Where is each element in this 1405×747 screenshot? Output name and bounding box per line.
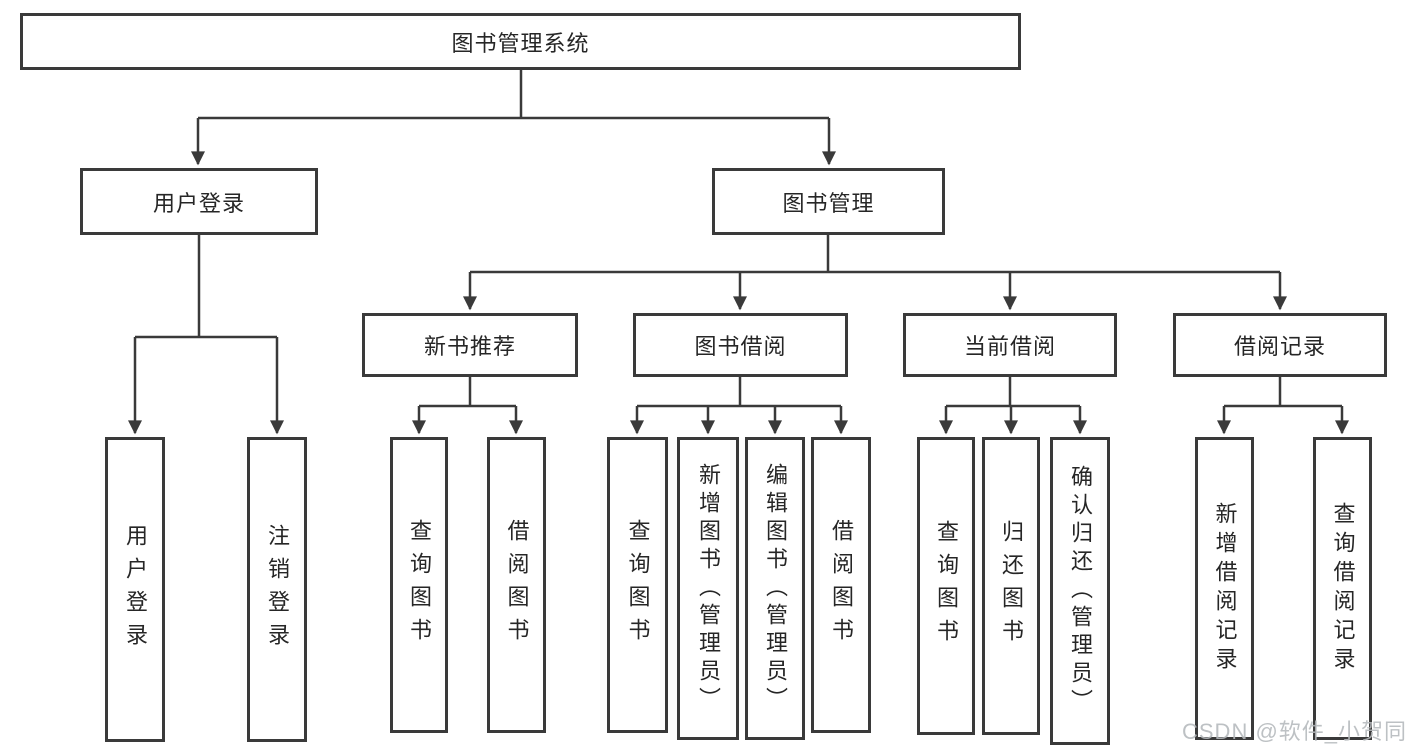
leaf-add-book-admin: 新增图书（管理员） <box>677 437 739 740</box>
node-user-login-branch: 用户登录 <box>80 168 318 235</box>
node-label: 查询图书 <box>625 519 651 651</box>
leaf-return-books: 归还图书 <box>982 437 1040 735</box>
leaf-add-borrow-record: 新增借阅记录 <box>1195 437 1254 740</box>
node-label: 借阅记录 <box>1233 334 1326 359</box>
leaf-edit-book-admin: 编辑图书（管理员） <box>745 437 805 740</box>
node-label: 图书管理 <box>782 190 875 216</box>
node-label: 借阅图书 <box>504 519 530 651</box>
node-label: 查询图书 <box>934 520 959 652</box>
node-label: 注销登录 <box>265 523 290 656</box>
node-label: 查询图书 <box>407 519 432 651</box>
leaf-confirm-return-admin: 确认归还（管理员） <box>1050 437 1110 745</box>
node-label: 用户登录 <box>123 523 148 656</box>
node-label: 借阅图书 <box>829 519 854 651</box>
node-label: 新书推荐 <box>423 334 516 359</box>
node-system-root: 图书管理系统 <box>20 13 1021 70</box>
node-borrowing-records: 借阅记录 <box>1173 313 1387 377</box>
node-label: 用户登录 <box>152 190 245 216</box>
node-label: 归还图书 <box>999 520 1024 652</box>
leaf-user-login: 用户登录 <box>105 437 165 742</box>
node-new-book-recommend: 新书推荐 <box>362 313 578 377</box>
node-label: 新增图书（管理员） <box>696 462 721 715</box>
leaf-query-borrow-record: 查询借阅记录 <box>1313 437 1372 740</box>
node-book-borrowing: 图书借阅 <box>633 313 848 377</box>
leaf-query-books-1: 查询图书 <box>390 437 448 733</box>
node-book-management-branch: 图书管理 <box>712 168 945 235</box>
node-label: 新增借阅记录 <box>1212 501 1238 676</box>
node-label: 查询借阅记录 <box>1330 501 1356 676</box>
node-label: 当前借阅 <box>963 334 1056 359</box>
leaf-logout: 注销登录 <box>247 437 307 742</box>
watermark: CSDN @软件_小贺同学 <box>1182 719 1405 744</box>
leaf-query-books-3: 查询图书 <box>917 437 975 735</box>
leaf-borrow-books-2: 借阅图书 <box>811 437 871 733</box>
leaf-borrow-books-1: 借阅图书 <box>487 437 546 733</box>
node-label: 确认归还（管理员） <box>1068 465 1093 717</box>
node-label: 图书借阅 <box>694 334 787 359</box>
node-label: 图书管理系统 <box>451 30 590 56</box>
node-current-borrowing: 当前借阅 <box>903 313 1117 377</box>
node-label: 编辑图书（管理员） <box>763 462 788 715</box>
leaf-query-books-2: 查询图书 <box>607 437 668 733</box>
